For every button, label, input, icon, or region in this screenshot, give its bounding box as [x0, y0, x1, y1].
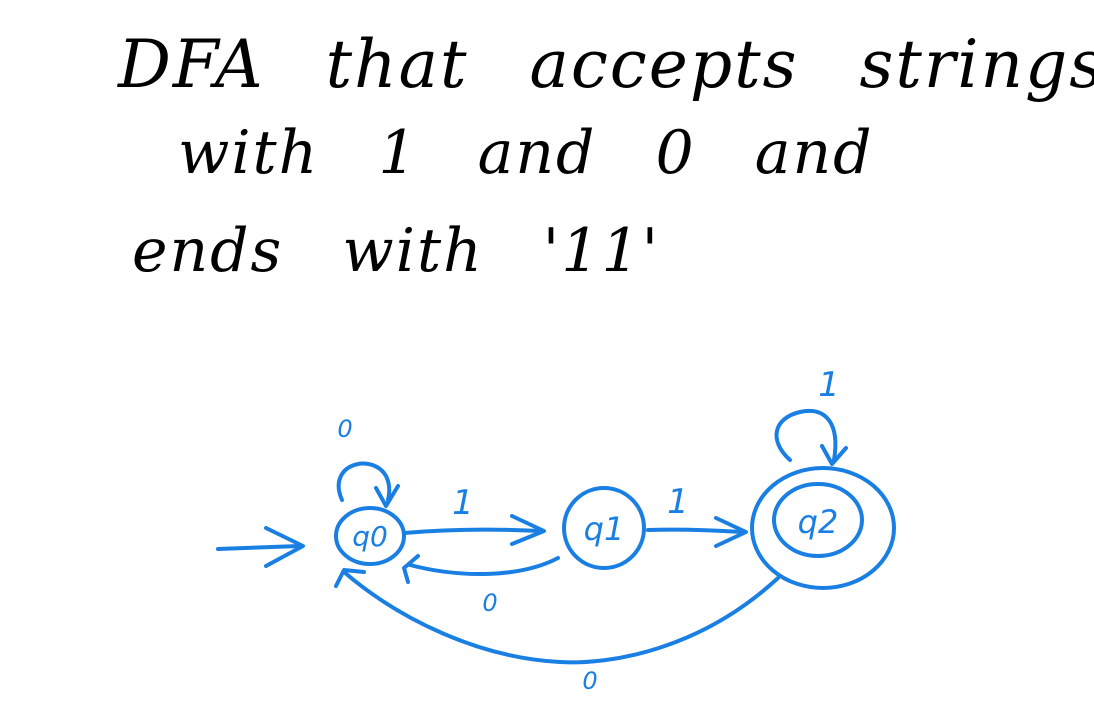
label-q0-q0: 0 — [337, 415, 352, 443]
transition-q2-q0-head — [334, 568, 366, 588]
state-q0: q0 — [334, 506, 406, 566]
state-q0-circle — [334, 506, 406, 566]
label-q2-q0: 0 — [582, 667, 597, 695]
state-q2-label: q2 — [798, 503, 839, 541]
state-q2-outer-circle — [750, 466, 896, 590]
title-line-1: DFA that accepts strings — [118, 26, 1094, 103]
transition-q1-q0-head — [402, 554, 420, 584]
state-q1: q1 — [562, 486, 646, 570]
label-q1-q0: 0 — [482, 589, 497, 617]
transition-q0-q1 — [402, 527, 542, 535]
state-q1-label: q1 — [584, 510, 625, 548]
transition-q0-q0-head — [374, 484, 400, 508]
transition-q2-q0 — [342, 570, 780, 665]
transition-q1-q0 — [408, 556, 560, 577]
transition-q2-q2 — [774, 408, 838, 462]
transition-q0-q0 — [336, 461, 392, 502]
state-q2: q2 — [750, 466, 896, 590]
state-q0-label: q0 — [352, 520, 388, 553]
label-q1-q2: 1 — [667, 482, 689, 522]
transition-q2-q2-head — [820, 444, 848, 466]
transition-q1-q2-head — [714, 516, 748, 548]
label-q0-q1: 1 — [452, 483, 474, 523]
title-line-2: with 1 and 0 and — [178, 118, 874, 188]
transition-q1-q2 — [646, 527, 744, 534]
start-arrow — [216, 544, 302, 551]
label-q2-q2: 1 — [818, 365, 840, 405]
title-line-3: ends with '11' — [132, 216, 661, 286]
state-q2-inner-circle — [772, 482, 864, 558]
start-arrow-head — [264, 526, 305, 568]
transition-q0-q1-head — [510, 514, 546, 546]
state-q1-circle — [562, 486, 646, 570]
